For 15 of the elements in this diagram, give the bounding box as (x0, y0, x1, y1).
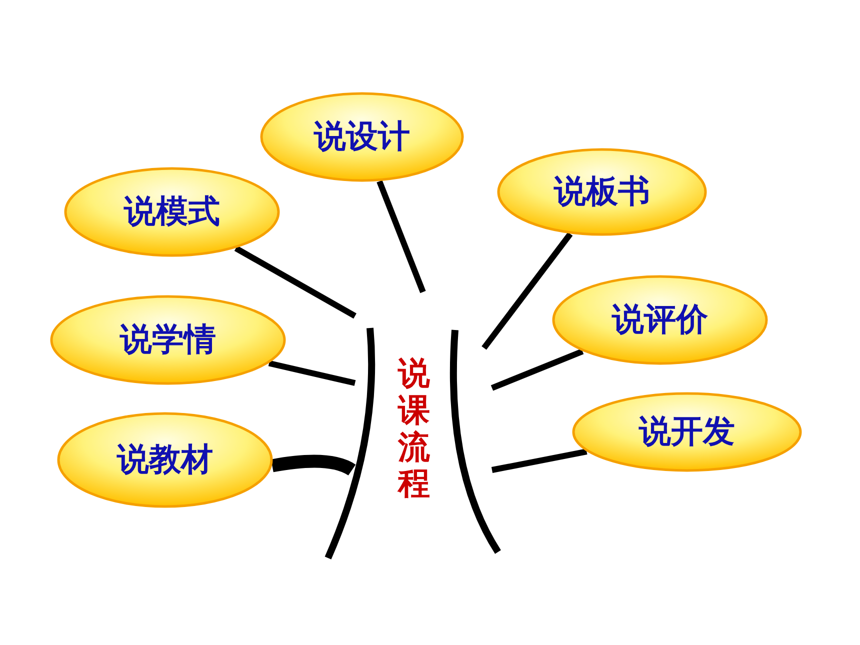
connector-line (482, 232, 573, 350)
connector-line (271, 454, 356, 476)
connector-line (376, 180, 426, 294)
topic-oval: 说教材 (57, 412, 273, 508)
topic-oval: 说开发 (572, 392, 802, 472)
connector-line (268, 360, 356, 386)
topic-oval: 说学情 (50, 295, 286, 385)
topic-oval: 说评价 (552, 275, 768, 365)
topic-oval: 说板书 (497, 148, 707, 236)
connector-line (490, 348, 584, 391)
topic-oval: 说模式 (64, 167, 280, 257)
topic-oval: 说设计 (260, 92, 464, 182)
connector-line (234, 246, 356, 319)
vertical-title: 说课流程 (397, 355, 431, 502)
connector-line (491, 448, 588, 473)
